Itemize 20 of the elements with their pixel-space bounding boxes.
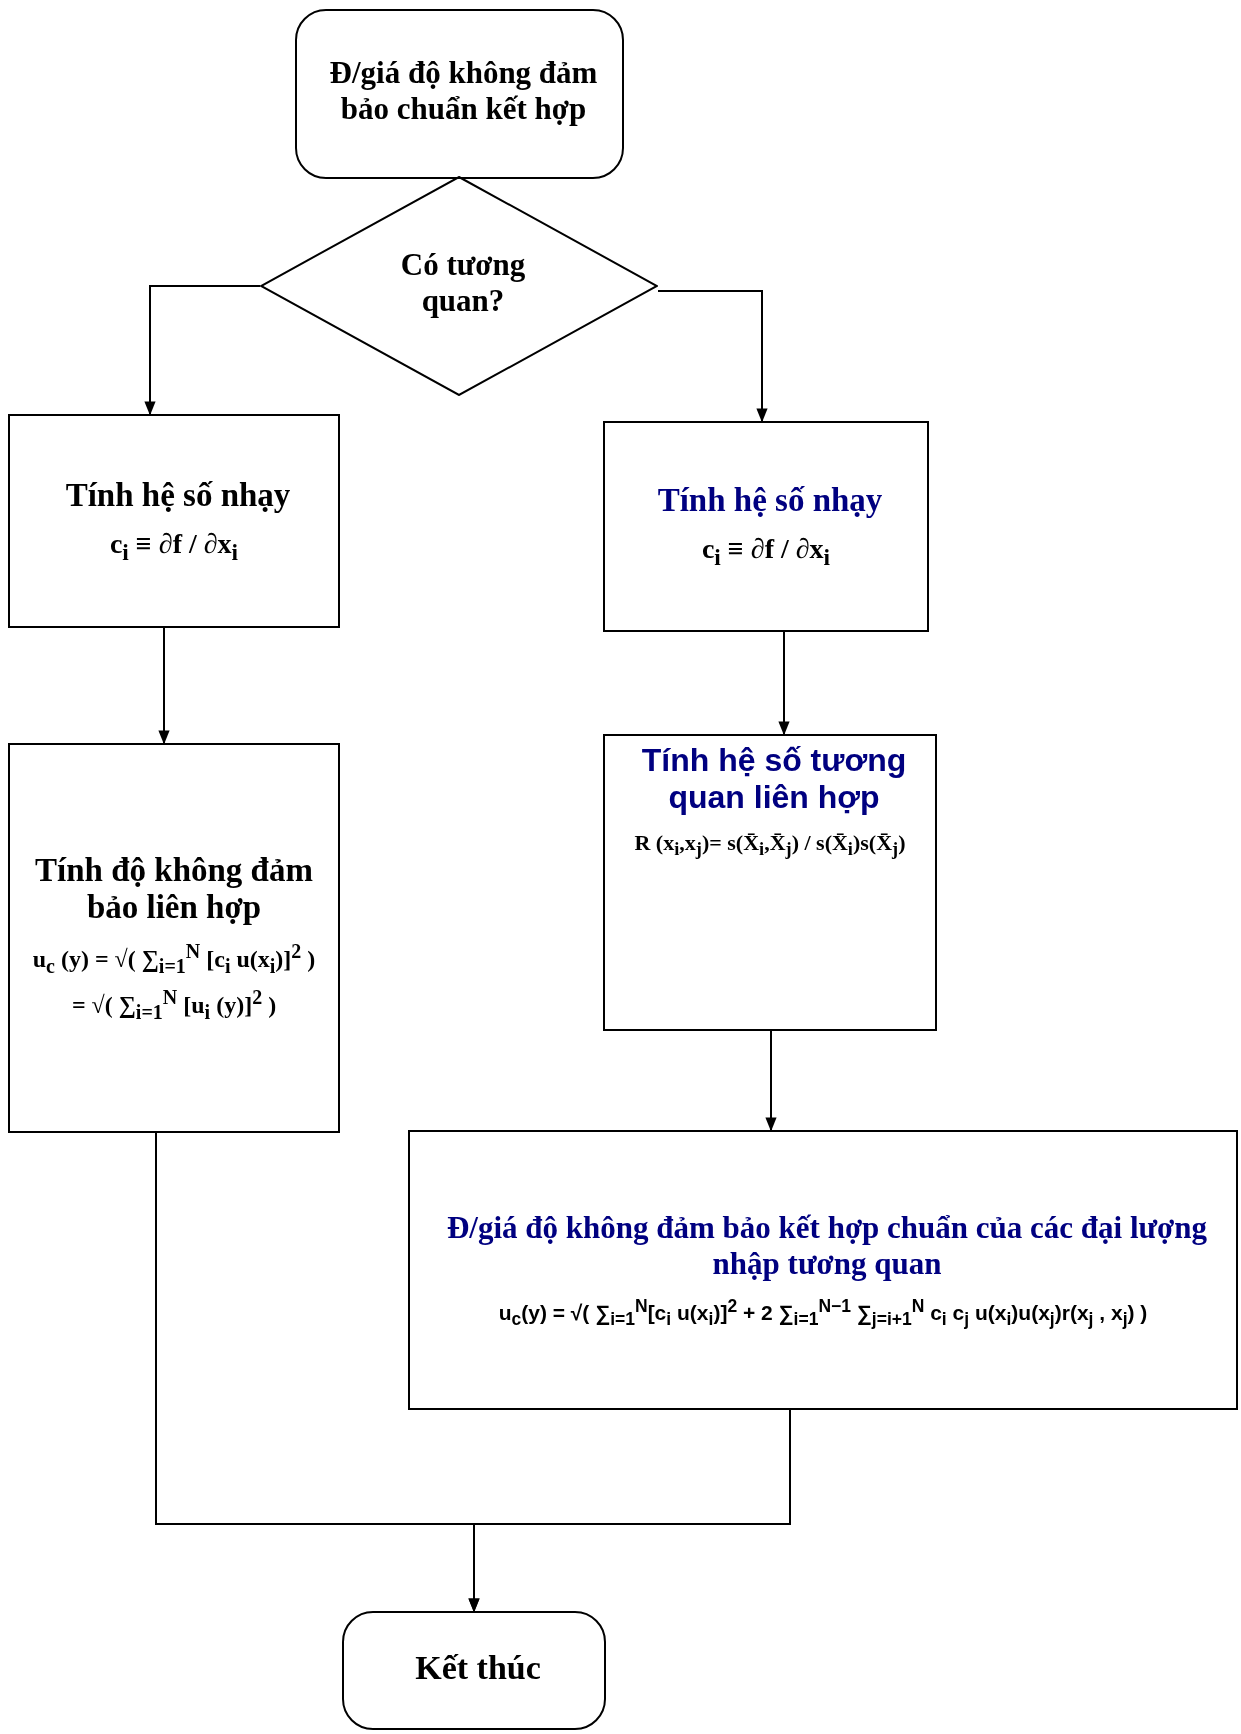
formula: R (x$_{i}$,x$_{j}$)= s(X̄$_{i}$,X̄$_{j}$) / s(X̄$_{i}$)s(X̄$_{j}$) (634, 830, 906, 861)
formula: = √( ∑$_{i=1}$$^{N}$ [u$_{i}$ (y)]$^{2}$ ) (71, 986, 277, 1024)
arrow (765, 1030, 777, 1132)
formula: u$_{c}$ (y) = √( ∑$_{i=1}$$^{N}$ [c$_{i}$ u(x$_{i}$)]$^{2}$ ) (32, 940, 316, 978)
formula: u$_{c}$(y) = √( ∑$_{i=1}$$^{N}$[c$_{i}$ u(x$_{i}$)]$^{2}$ + 2 ∑$_{i=1}$$^{N−1}$ ∑$_{j=i+1}$$^{N}$ c$_{i}$ c$_{j}$ u(x$_{i}$)u(x$_{j}$)r(x$_{j}$ , x$_{j}$) ) (498, 1295, 1148, 1331)
node-label: Tính hệ số nhạy (65, 476, 291, 514)
arrow (158, 627, 170, 745)
arrow (468, 1409, 791, 1613)
node-label: Có tương quan? (399, 247, 527, 319)
arrow (778, 631, 790, 736)
node-label: Tính hệ số nhạy (657, 482, 883, 520)
node-label: Đ/giá độ không đảm bảo chuẩn kết hợp (328, 55, 599, 127)
node-label: Tính hệ số tương quan liên hợp (640, 742, 908, 816)
arrow (144, 285, 261, 416)
arrow (657, 290, 768, 423)
node-label: Kết thúc (415, 1648, 541, 1687)
node-label: Đ/giá độ không đảm bảo kết hợp chuẩn của các đại lượng nhập tương quan (445, 1209, 1209, 1282)
formula: c$_{i}$ ≡ ∂f / ∂x$_{i}$ (701, 533, 831, 571)
formula: c$_{i}$ ≡ ∂f / ∂x$_{i}$ (109, 527, 239, 566)
node-label: Tính độ không đảm bảo liên hợp (34, 852, 314, 927)
